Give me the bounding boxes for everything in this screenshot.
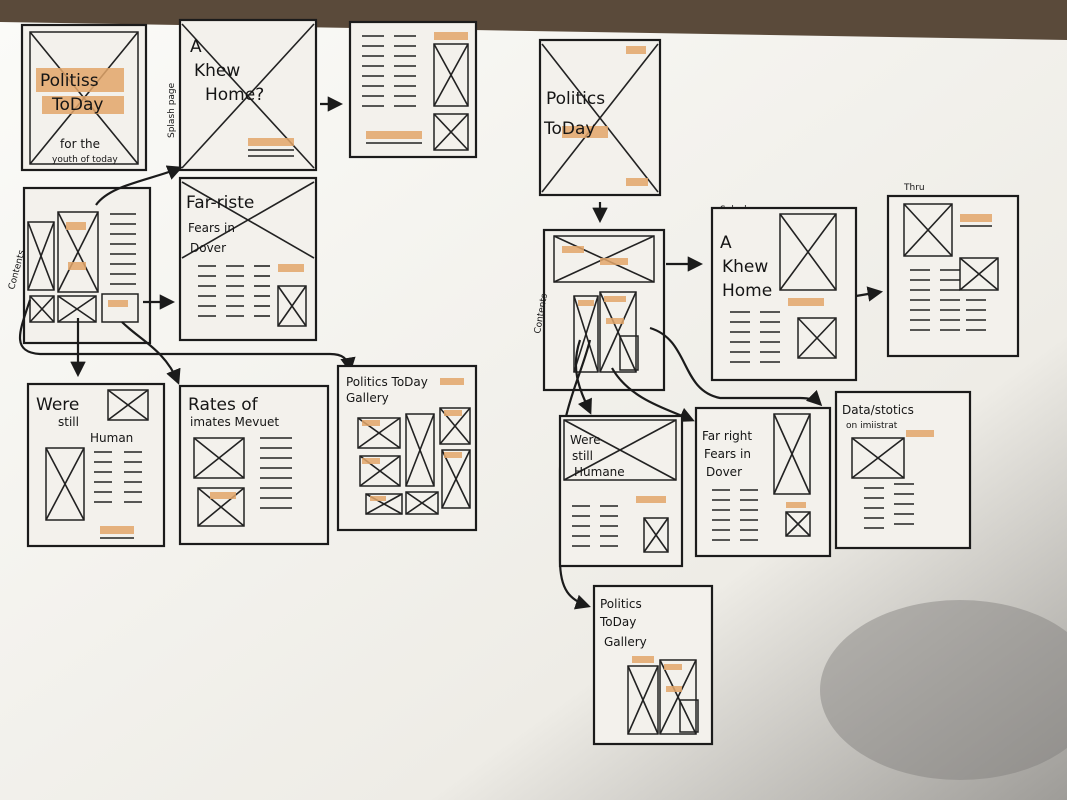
arrow-contents-to-rates	[121, 321, 181, 385]
right-human-page: Were still Humane	[558, 414, 684, 568]
left-human-title-1: Were	[36, 395, 79, 415]
arrow-contents-to-gallery	[18, 299, 356, 374]
left-cover-title-2: ToDay	[51, 95, 103, 115]
right-cover-title-2: ToDay	[543, 119, 595, 139]
left-splash-vertical-label: Splash page	[167, 82, 177, 138]
left-cover-page: Politiss ToDay for the youth of today	[20, 23, 148, 172]
right-human-title-2: still	[572, 449, 593, 463]
right-data-title-2: on imiistrat	[846, 421, 898, 431]
left-cover-tag-1: for the	[60, 137, 100, 151]
left-splash-title-3: Home?	[205, 85, 264, 105]
left-gallery-title-2: Gallery	[346, 391, 389, 405]
left-cover-tag-2: youth of today	[52, 155, 118, 165]
left-rates-title-2: imates Mevuet	[190, 415, 279, 429]
left-human-page: Were still Human	[26, 382, 166, 548]
left-splash-title-1: A	[190, 37, 202, 57]
right-human-title-3: Humane	[574, 465, 625, 479]
left-text-spread	[348, 20, 478, 159]
left-far-right-title-3: Dover	[190, 241, 226, 255]
left-contents-page: Contents	[7, 186, 152, 345]
left-splash-title-2: Khew	[194, 61, 240, 81]
right-gallery-title-3: Gallery	[604, 635, 647, 649]
right-data-title-1: Data/stotics	[842, 403, 914, 417]
right-splash-page: Splash page A Khew Home	[710, 205, 858, 382]
left-human-title-2: still	[58, 415, 79, 429]
left-splash-page: A Khew Home? Splash page	[167, 18, 318, 172]
right-gallery-title-2: ToDay	[599, 615, 636, 629]
left-cover-title-1: Politiss	[40, 71, 99, 91]
left-gallery-title-1: Politics ToDay	[346, 375, 428, 389]
right-far-right-title-1: Far right	[702, 429, 752, 443]
left-far-right-page: Far-riste Fears in Dover	[178, 176, 318, 342]
right-contents-page: Contents	[533, 228, 666, 392]
right-far-right-page: Far right Fears in Dover	[694, 406, 832, 558]
left-human-title-3: Human	[90, 431, 133, 445]
left-rates-page: Rates of imates Mevuet	[178, 384, 330, 546]
right-far-right-title-2: Fears in	[704, 447, 751, 461]
left-rates-title-1: Rates of	[188, 395, 259, 415]
left-far-right-title-2: Fears in	[188, 221, 235, 235]
right-cover-page: Politics ToDay	[538, 38, 662, 197]
right-gallery-title-1: Politics	[600, 597, 642, 611]
arrow-contents-to-splash	[95, 165, 183, 206]
right-far-right-title-3: Dover	[706, 465, 742, 479]
shadow	[820, 600, 1067, 780]
right-splash-title-3: Home	[722, 281, 772, 301]
left-far-right-title-1: Far-riste	[186, 193, 254, 213]
right-splash-title-1: A	[720, 233, 732, 253]
right-thru-page: Thru	[886, 183, 1020, 358]
right-thru-caption: Thru	[903, 183, 925, 193]
right-splash-title-2: Khew	[722, 257, 768, 277]
right-gallery-page: Politics ToDay Gallery	[592, 584, 714, 746]
right-data-page: Data/stotics on imiistrat	[834, 390, 972, 550]
right-cover-title-1: Politics	[546, 89, 605, 109]
left-gallery-page: Politics ToDay Gallery	[336, 364, 478, 532]
right-human-title-1: Were	[570, 433, 601, 447]
arrow-right-contents-to-far-right	[611, 367, 695, 422]
arrow-right-contents-to-data	[649, 326, 823, 407]
arrow-right-splash-to-thru	[855, 286, 884, 302]
